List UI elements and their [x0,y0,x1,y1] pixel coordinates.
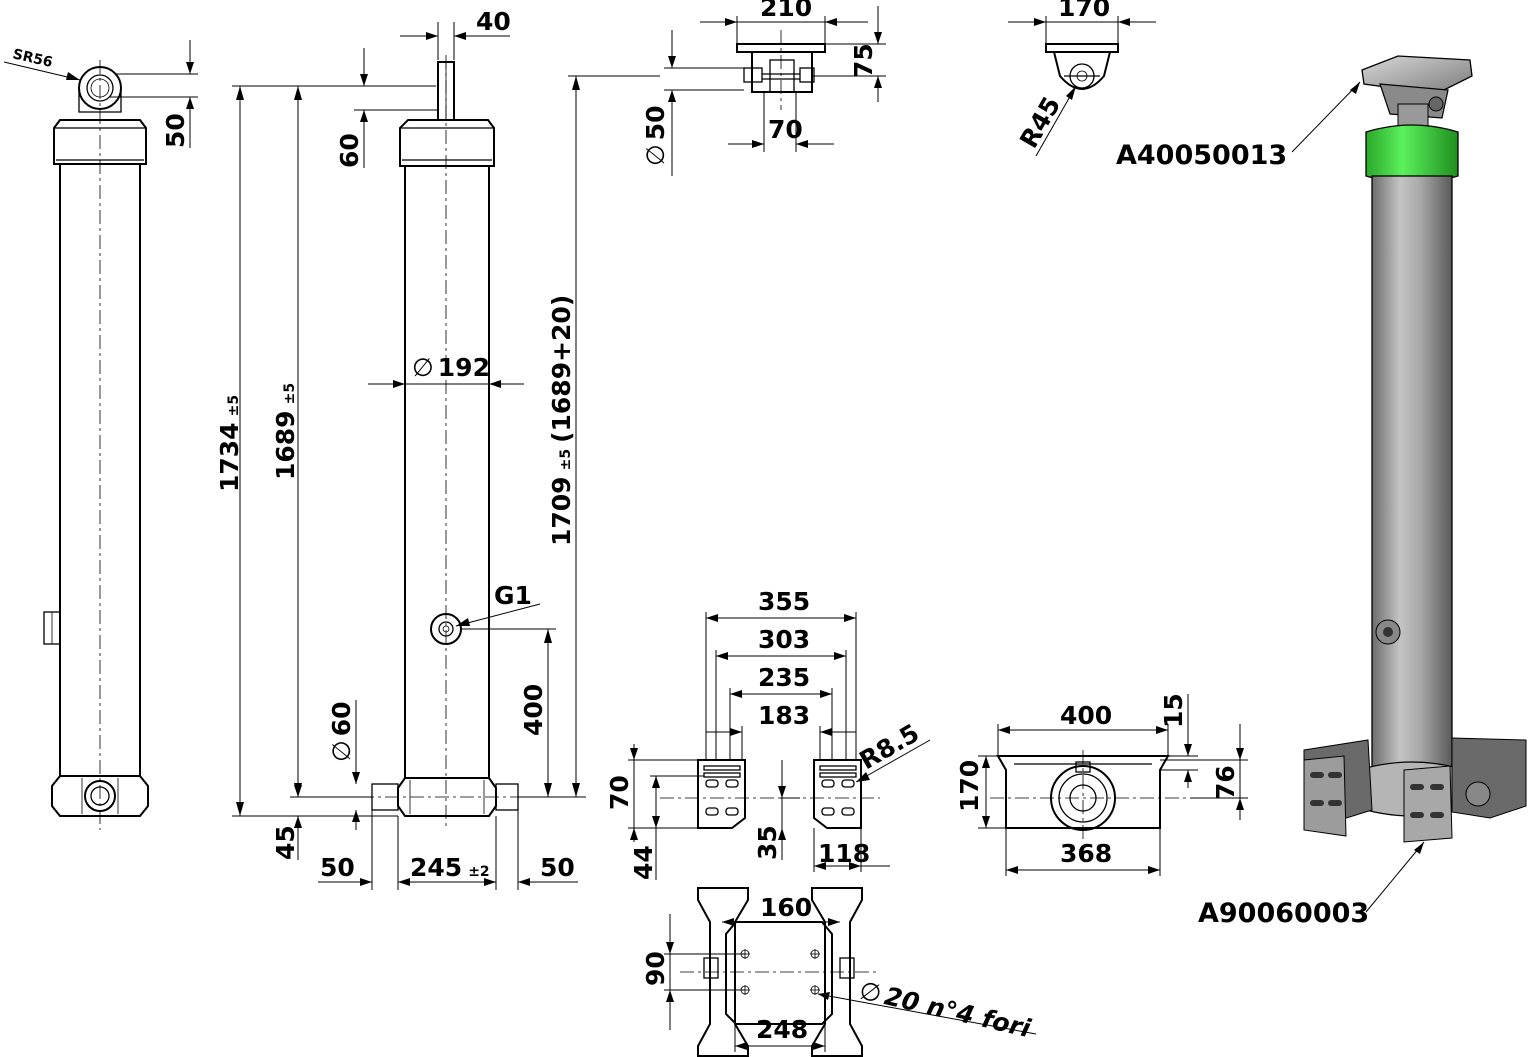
dim-dia50: ∅50 [641,105,670,166]
side-view-left: SR56 50 [3,40,198,830]
dim-dia60: ∅60 [327,701,356,762]
dim-35: 35 [753,825,782,860]
part-number-top: A40050013 [1116,140,1287,171]
label-r85: R8.5 [855,718,925,775]
dim-160: 160 [760,893,812,922]
dim-170-base: 170 [955,760,984,812]
dim-245: 245±2 [410,853,490,882]
dim-75: 75 [849,43,878,78]
dim-355: 355 [758,587,810,616]
dim-dia192: ∅192 [412,353,490,382]
base-plan-view: 160 90 248 ∅20 n°4 fori [641,887,1037,1057]
dim-248: 248 [756,1015,808,1044]
bracket-side-view: 170 R45 [1008,0,1156,157]
dim-368: 368 [1060,839,1112,868]
dim-60-rod: 60 [335,133,364,168]
dim-1709: 1709±5(1689+20) [547,295,576,546]
top-bracket-view: 210 75 ∅50 70 [641,0,886,176]
dim-50-left: 50 [320,853,355,882]
dim-303: 303 [758,625,810,654]
render-3d: A40050013 A90060003 [1116,55,1527,929]
sr56-label: SR56 [11,46,54,71]
label-g1: G1 [494,581,532,610]
dim-400-port: 400 [519,684,548,736]
dim-40: 40 [476,7,511,36]
dim-15: 15 [1159,693,1188,728]
dim-1689: 1689±5 [271,383,300,480]
dim-235: 235 [758,663,810,692]
dim-50-eye: 50 [161,113,190,148]
dim-183: 183 [758,701,810,730]
dim-70-top: 70 [768,115,803,144]
dim-118: 118 [818,839,870,868]
base-pin-view: 400 15 76 170 368 [955,693,1248,876]
part-number-bottom: A90060003 [1198,898,1369,929]
dim-90: 90 [641,951,670,986]
dim-210: 210 [760,0,812,22]
dim-170-top: 170 [1058,0,1110,22]
dim-44: 44 [629,845,658,880]
dim-50-right: 50 [540,853,575,882]
dim-76: 76 [1211,765,1240,800]
base-bracket-view: 355 303 235 183 R8.5 70 44 35 118 [605,587,931,880]
dim-1734: 1734±5 [215,395,244,492]
label-r45: R45 [1014,92,1066,153]
label-holes: ∅20 n°4 fori [857,976,1034,1044]
dim-400-base: 400 [1060,701,1112,730]
dim-45: 45 [271,825,300,860]
dim-70-bracket: 70 [605,775,634,810]
front-view: 40 60 1734±5 1689±5 1709±5(1689+20) [215,7,660,890]
